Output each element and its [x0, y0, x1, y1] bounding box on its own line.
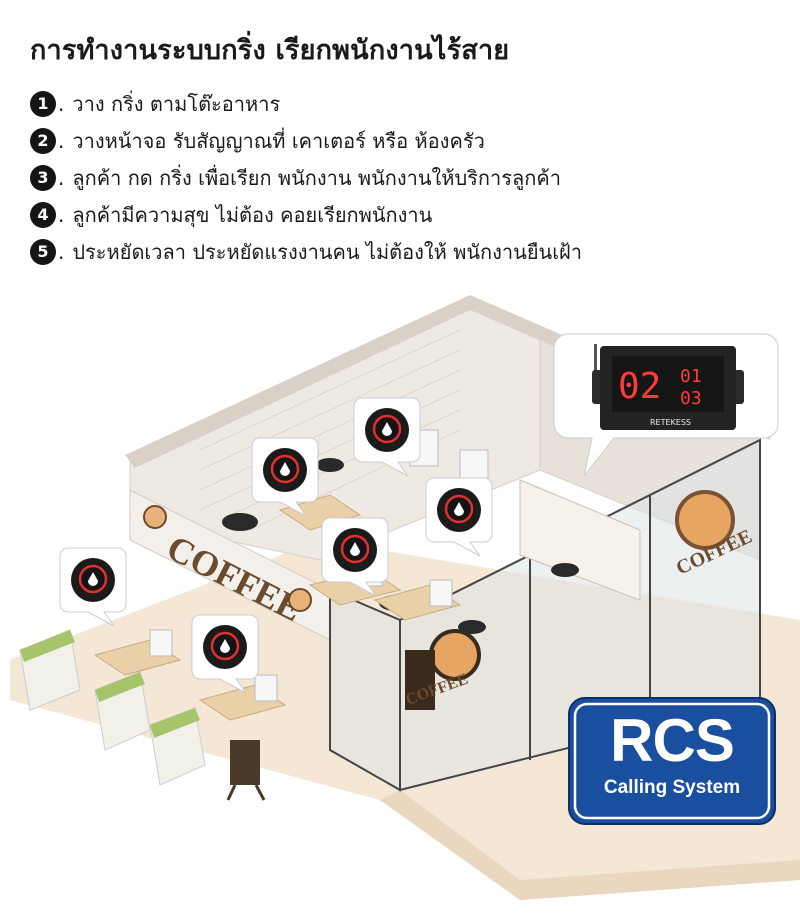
step-1: 1. วาง กริ่ง ตามโต๊ะอาหาร [30, 85, 790, 122]
call-button-bubble-4 [353, 397, 421, 477]
sign-gear-icon-2 [288, 588, 312, 612]
display-brand: RETEKESS [650, 418, 691, 427]
step-4: 4. ลูกค้ามีความสุข ไม่ต้อง คอยเรียกพนักง… [30, 196, 790, 233]
rcs-logo-frame [568, 697, 776, 825]
sign-gear-icon [143, 505, 167, 529]
steps-list: 1. วาง กริ่ง ตามโต๊ะอาหาร 2. วางหน้าจอ ร… [30, 85, 790, 270]
counter [519, 479, 641, 601]
window-gear-icon [429, 629, 481, 681]
call-button-bubble-5 [321, 517, 389, 597]
step-text-1: วาง กริ่ง ตามโต๊ะอาหาร [72, 91, 281, 116]
rcs-logo: RCS Calling System [568, 697, 776, 825]
menu-board [226, 740, 266, 801]
display-antenna [594, 344, 597, 374]
step-2: 2. วางหน้าจอ รับสัญญาณที่ เคาเตอร์ หรือ … [30, 122, 790, 159]
glass-wall-front [329, 588, 401, 792]
step-3: 3. ลูกค้า กด กริ่ง เพื่อเรียก พนักงาน พน… [30, 159, 790, 196]
call-button-bubble-3 [251, 437, 319, 517]
call-button-bubble-1 [59, 547, 127, 627]
step-text-5: ประหยัดเวลา ประหยัดแรงงานคน ไม่ต้องให้ พ… [72, 239, 583, 264]
ground-shadow [380, 790, 800, 900]
step-text-4: ลูกค้ามีความสุข ไม่ต้อง คอยเรียกพนักงาน [72, 202, 433, 227]
window-sign-board [405, 650, 435, 710]
call-button-bubble-2 [191, 614, 259, 694]
step-text-3: ลูกค้า กด กริ่ง เพื่อเรียก พนักงาน พนักง… [72, 165, 561, 190]
call-button-bubble-6 [425, 477, 493, 557]
rcs-logo-text: RCS [610, 707, 735, 774]
rcs-logo-subtitle: Calling System [603, 777, 741, 798]
planters [19, 629, 206, 786]
step-number-2: 2 [30, 127, 56, 154]
step-5: 5. ประหยัดเวลา ประหยัดแรงงานคน ไม่ต้องให… [30, 233, 790, 270]
display-bubble: 02 01 03 RETEKESS [553, 333, 779, 477]
display-main-number: 02 [618, 366, 661, 407]
step-number-5: 5 [30, 238, 56, 265]
step-number-1: 1 [30, 90, 56, 117]
display-small-top: 01 [680, 366, 702, 387]
step-number-4: 4 [30, 201, 56, 228]
header: การทำงานระบบกริ่ง เรียกพนักงานไร้สาย 1. … [30, 28, 790, 270]
page-title: การทำงานระบบกริ่ง เรียกพนักงานไร้สาย [30, 35, 510, 66]
coffee-gear-icon [675, 490, 735, 550]
step-number-3: 3 [30, 164, 56, 191]
display-small-bottom: 03 [680, 388, 702, 409]
step-text-2: วางหน้าจอ รับสัญญาณที่ เคาเตอร์ หรือ ห้อ… [72, 128, 485, 153]
